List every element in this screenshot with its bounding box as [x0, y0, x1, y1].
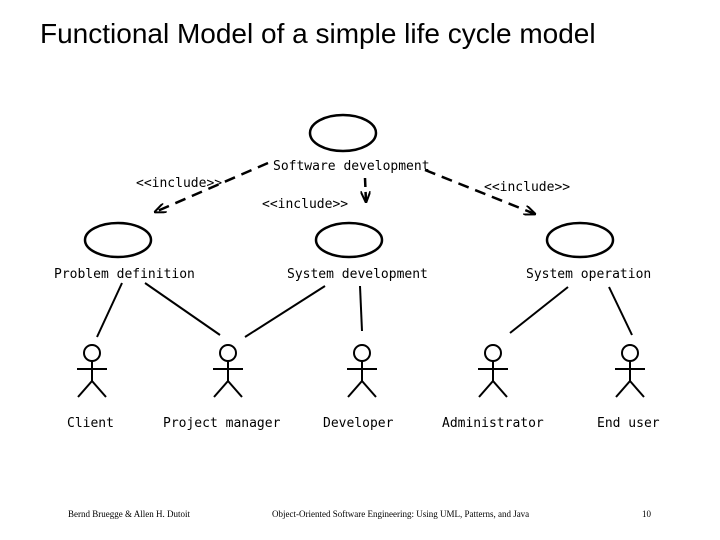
actor-end-user-icon	[615, 344, 645, 398]
association-end-user-system-operation	[608, 286, 633, 336]
association-project-manager-system-development	[244, 285, 326, 338]
label-problem-definition: Problem definition	[54, 267, 195, 282]
include-label-right: <<include>>	[484, 180, 570, 195]
footer-book-title: Object-Oriented Software Engineering: Us…	[272, 509, 529, 519]
actor-label-developer: Developer	[323, 416, 394, 431]
actor-label-administrator: Administrator	[442, 416, 544, 431]
actor-client-icon	[77, 344, 107, 398]
actor-administrator-icon	[478, 344, 508, 398]
use-case-problem-definition	[83, 221, 153, 259]
use-case-system-operation	[545, 221, 615, 259]
actor-developer-icon	[347, 344, 377, 398]
actor-label-client: Client	[67, 416, 114, 431]
association-client-problem-definition	[96, 282, 123, 338]
actor-project-manager-icon	[213, 344, 243, 398]
association-project-manager-problem-definition	[144, 282, 221, 336]
use-case-software-development	[308, 113, 378, 153]
label-system-development: System development	[287, 267, 428, 282]
slide-title: Functional Model of a simple life cycle …	[40, 18, 596, 49]
include-label-center: <<include>>	[262, 197, 348, 212]
association-administrator-system-operation	[509, 286, 569, 334]
include-label-left: <<include>>	[136, 176, 222, 191]
label-software-development: Software development	[273, 159, 430, 174]
footer-page-number: 10	[642, 509, 652, 519]
association-developer-system-development	[359, 285, 363, 332]
include-arrow-problem-definition	[155, 161, 269, 212]
include-arrow-system-development	[365, 177, 366, 202]
actor-label-project-manager: Project manager	[163, 416, 281, 431]
use-case-system-development	[314, 221, 384, 259]
actor-label-end-user: End user	[597, 416, 660, 431]
include-arrow-system-operation	[424, 168, 535, 214]
label-system-operation: System operation	[526, 267, 651, 282]
footer-authors: Bernd Bruegge & Allen H. Dutoit	[68, 509, 190, 519]
